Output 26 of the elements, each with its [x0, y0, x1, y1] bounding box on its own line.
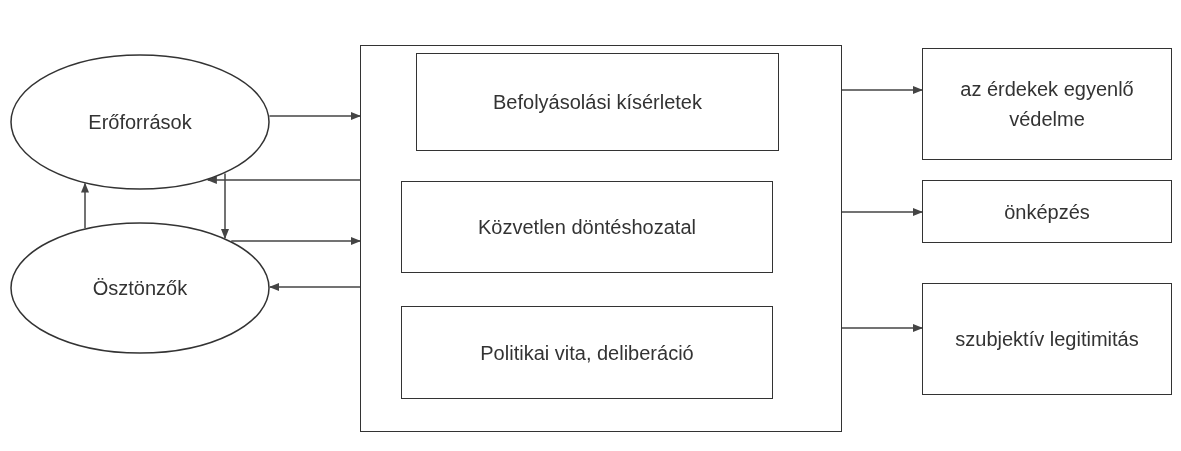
process-box: [922, 180, 1172, 243]
node-label: Politikai vita, deliberáció: [479, 340, 695, 366]
node-label: Ösztönzők: [91, 276, 189, 301]
process-box: [922, 48, 1172, 160]
container-box: [360, 45, 842, 432]
node-label: az érdekek egyenlő védelme: [959, 77, 1135, 132]
process-box: [922, 283, 1172, 395]
process-box: [401, 181, 773, 273]
node-label: szubjektív legitimitás: [954, 327, 1140, 352]
arrow: [268, 112, 361, 120]
arrow: [841, 208, 923, 216]
arrow: [81, 182, 89, 229]
ellipse-node: [10, 222, 270, 354]
arrow: [230, 237, 361, 245]
node-label: önképzés: [1003, 199, 1091, 225]
node-label: Befolyásolási kísérletek: [492, 90, 703, 115]
arrow: [841, 86, 923, 94]
ellipse-node: [10, 54, 270, 190]
process-box: [416, 53, 779, 151]
node-label: Erőforrások: [87, 110, 193, 135]
arrow: [206, 176, 361, 184]
node-label: Közvetlen döntéshozatal: [477, 215, 697, 240]
arrow: [221, 172, 229, 240]
arrow: [269, 283, 361, 291]
process-box: [401, 306, 773, 399]
arrow: [841, 324, 923, 332]
